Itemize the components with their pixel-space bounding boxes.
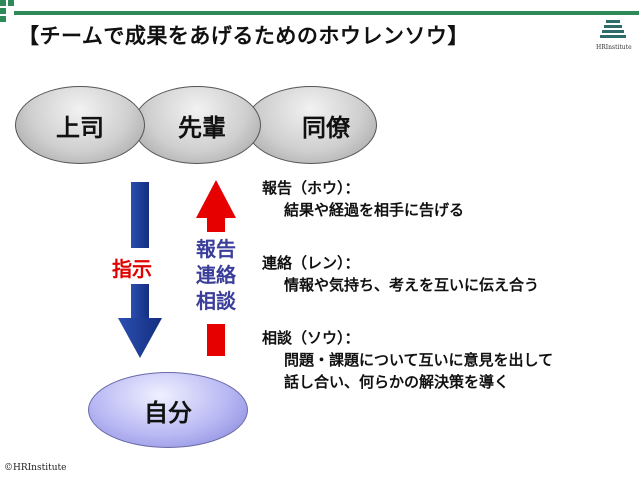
up-arrow-icon [196, 180, 236, 356]
definition-description: 話し合い、何らかの解決策を導く [284, 373, 510, 391]
definition-contact: 連絡（レン）： 情報や気持ち、考えを互いに伝え合う [262, 252, 539, 296]
slide-title: 【チームで成果をあげるためのホウレンソウ】 [18, 24, 469, 48]
definition-term: 相談（ソウ）： [262, 329, 360, 347]
definition-description: 結果や経過を相手に告げる [284, 201, 465, 219]
role-self: 自分 [88, 372, 248, 448]
corner-square [8, 0, 14, 6]
report-contact-consult-label: 報告 連絡 相談 [190, 236, 242, 314]
flow-label-line: 連絡 [196, 263, 236, 287]
role-peer: 同僚 [245, 86, 377, 164]
definition-consult: 相談（ソウ）： 問題・課題について互いに意見を出して 話し合い、何らかの解決策を… [262, 327, 553, 393]
role-boss: 上司 [15, 86, 145, 164]
corner-square [0, 0, 6, 6]
role-senior: 先輩 [133, 86, 261, 164]
header-rule [14, 11, 639, 15]
definition-description: 問題・課題について互いに意見を出して [284, 351, 554, 369]
corner-square [0, 8, 6, 14]
role-peer-label: 同僚 [302, 113, 350, 142]
definition-term: 連絡（レン）： [262, 254, 360, 272]
logo-icon [600, 20, 626, 38]
corner-square [0, 16, 6, 22]
logo-text: HRInstitute [596, 44, 632, 51]
flow-label-line: 相談 [196, 289, 236, 313]
instruction-label: 指示 [112, 257, 152, 281]
definition-term: 報告（ホウ）： [262, 179, 360, 197]
definition-description: 情報や気持ち、考えを互いに伝え合う [284, 276, 540, 294]
definition-report: 報告（ホウ）： 結果や経過を相手に告げる [262, 177, 464, 221]
role-self-label: 自分 [144, 398, 192, 427]
flow-label-line: 報告 [196, 237, 236, 261]
down-arrow-icon [118, 182, 162, 358]
role-senior-label: 先輩 [178, 113, 226, 142]
role-boss-label: 上司 [56, 113, 104, 142]
copyright-text: ©HRInstitute [4, 463, 67, 473]
